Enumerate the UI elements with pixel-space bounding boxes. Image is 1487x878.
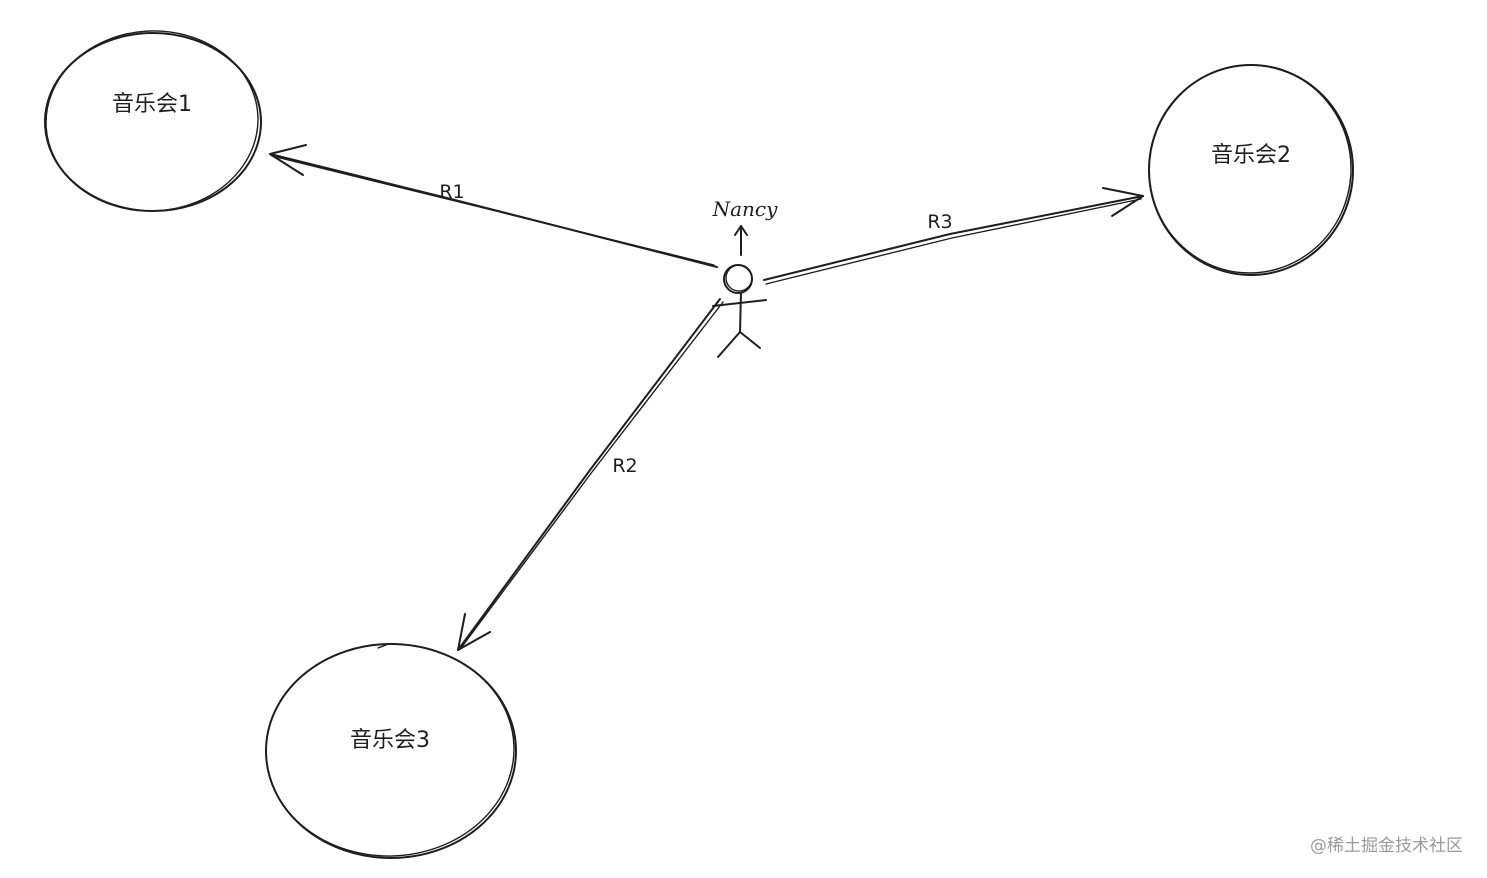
person-head-stroke xyxy=(725,264,753,292)
edge-r1-line-second xyxy=(271,155,715,266)
edge-r2-arrowhead xyxy=(457,613,491,651)
watermark: @稀土掘金技术社区 xyxy=(1310,836,1463,856)
edge-r2-arrow[interactable]: R2 xyxy=(457,298,724,651)
edge-r2-label: R2 xyxy=(612,455,637,477)
edge-r3-line-second xyxy=(765,198,1142,285)
edge-r3-line xyxy=(763,195,1144,281)
person-body xyxy=(739,292,742,333)
concert-circle-1-stroke xyxy=(45,30,259,212)
edge-r3-arrow[interactable]: R3 xyxy=(763,187,1144,285)
concert-node-3[interactable]: 音乐会3 xyxy=(262,640,517,861)
concert-node-2[interactable]: 音乐会2 xyxy=(1142,58,1358,280)
person-label: Nancy xyxy=(712,197,779,221)
edge-r2-line xyxy=(457,298,721,651)
concert-circle-1 xyxy=(44,32,262,212)
concert-label-2: 音乐会2 xyxy=(1211,143,1291,168)
person-right-leg xyxy=(739,331,761,349)
edge-r3-arrowhead xyxy=(1102,187,1144,217)
edge-r1-arrow[interactable]: R1 xyxy=(269,144,718,268)
person-left-leg xyxy=(717,331,741,358)
edge-r3-label: R3 xyxy=(927,211,952,233)
concert-label-3: 音乐会3 xyxy=(350,728,430,753)
edge-r1-label: R1 xyxy=(439,181,464,203)
concert-circle-3-tick xyxy=(377,644,387,649)
concert-node-1[interactable]: 音乐会1 xyxy=(41,26,262,217)
person-arms xyxy=(712,299,767,307)
edge-r1-arrowhead xyxy=(269,144,307,176)
person-label-pointer-head xyxy=(734,225,748,236)
concert-label-1: 音乐会1 xyxy=(112,92,192,117)
person-nancy[interactable]: Nancy xyxy=(712,197,779,358)
concert-circle-3-stroke xyxy=(265,643,515,857)
concert-circle-2-stroke xyxy=(1148,64,1352,274)
edge-r2-line-second xyxy=(460,301,724,649)
